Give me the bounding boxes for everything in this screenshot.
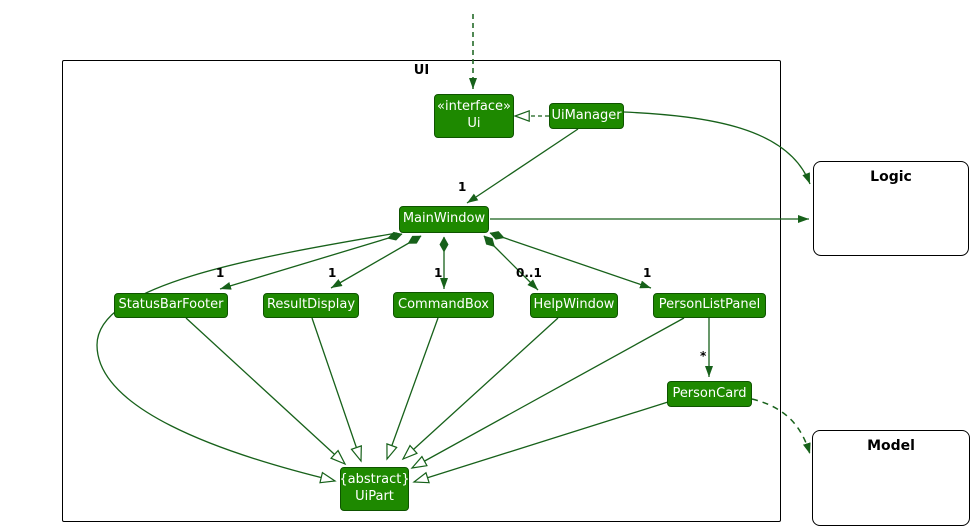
class-statusbarfooter: StatusBarFooter xyxy=(114,293,228,318)
ui-package-label: UI xyxy=(413,63,430,78)
uimanager-name: UiManager xyxy=(551,107,622,123)
statusbarfooter-name: StatusBarFooter xyxy=(118,297,224,313)
class-mainwindow: MainWindow xyxy=(399,206,489,233)
ui-package-frame xyxy=(62,60,781,522)
multiplicity-personcard: * xyxy=(700,349,707,363)
class-resultdisplay: ResultDisplay xyxy=(263,293,359,318)
model-label: Model xyxy=(867,438,915,454)
multiplicity-resultdisplay: 1 xyxy=(328,266,337,280)
resultdisplay-name: ResultDisplay xyxy=(266,297,356,313)
mainwindow-name: MainWindow xyxy=(402,211,486,227)
multiplicity-commandbox: 1 xyxy=(434,266,443,280)
class-personcard: PersonCard xyxy=(667,381,752,407)
logic-label: Logic xyxy=(870,169,912,185)
personcard-name: PersonCard xyxy=(672,385,747,401)
class-commandbox: CommandBox xyxy=(393,292,494,318)
ui-interface-name: Ui xyxy=(467,116,481,131)
helpwindow-name: HelpWindow xyxy=(533,297,615,313)
component-model: Model xyxy=(812,430,970,526)
class-ui-interface: «interface» Ui xyxy=(434,94,514,138)
multiplicity-personlistpanel: 1 xyxy=(643,266,652,280)
uipart-name: UiPart xyxy=(355,489,394,504)
multiplicity-statusbarfooter: 1 xyxy=(216,266,225,280)
class-uipart: {abstract} UiPart xyxy=(339,467,410,511)
class-personlistpanel: PersonListPanel xyxy=(653,293,766,318)
uipart-modifier: {abstract} xyxy=(339,472,410,488)
personlistpanel-name: PersonListPanel xyxy=(658,297,761,313)
ui-interface-stereotype: «interface» xyxy=(437,99,511,115)
component-logic: Logic xyxy=(813,161,969,256)
class-helpwindow: HelpWindow xyxy=(530,293,618,318)
multiplicity-helpwindow: 0..1 xyxy=(516,266,542,280)
multiplicity-uimanager-mainwindow: 1 xyxy=(458,180,467,194)
class-uimanager: UiManager xyxy=(549,103,624,129)
commandbox-name: CommandBox xyxy=(398,296,489,312)
